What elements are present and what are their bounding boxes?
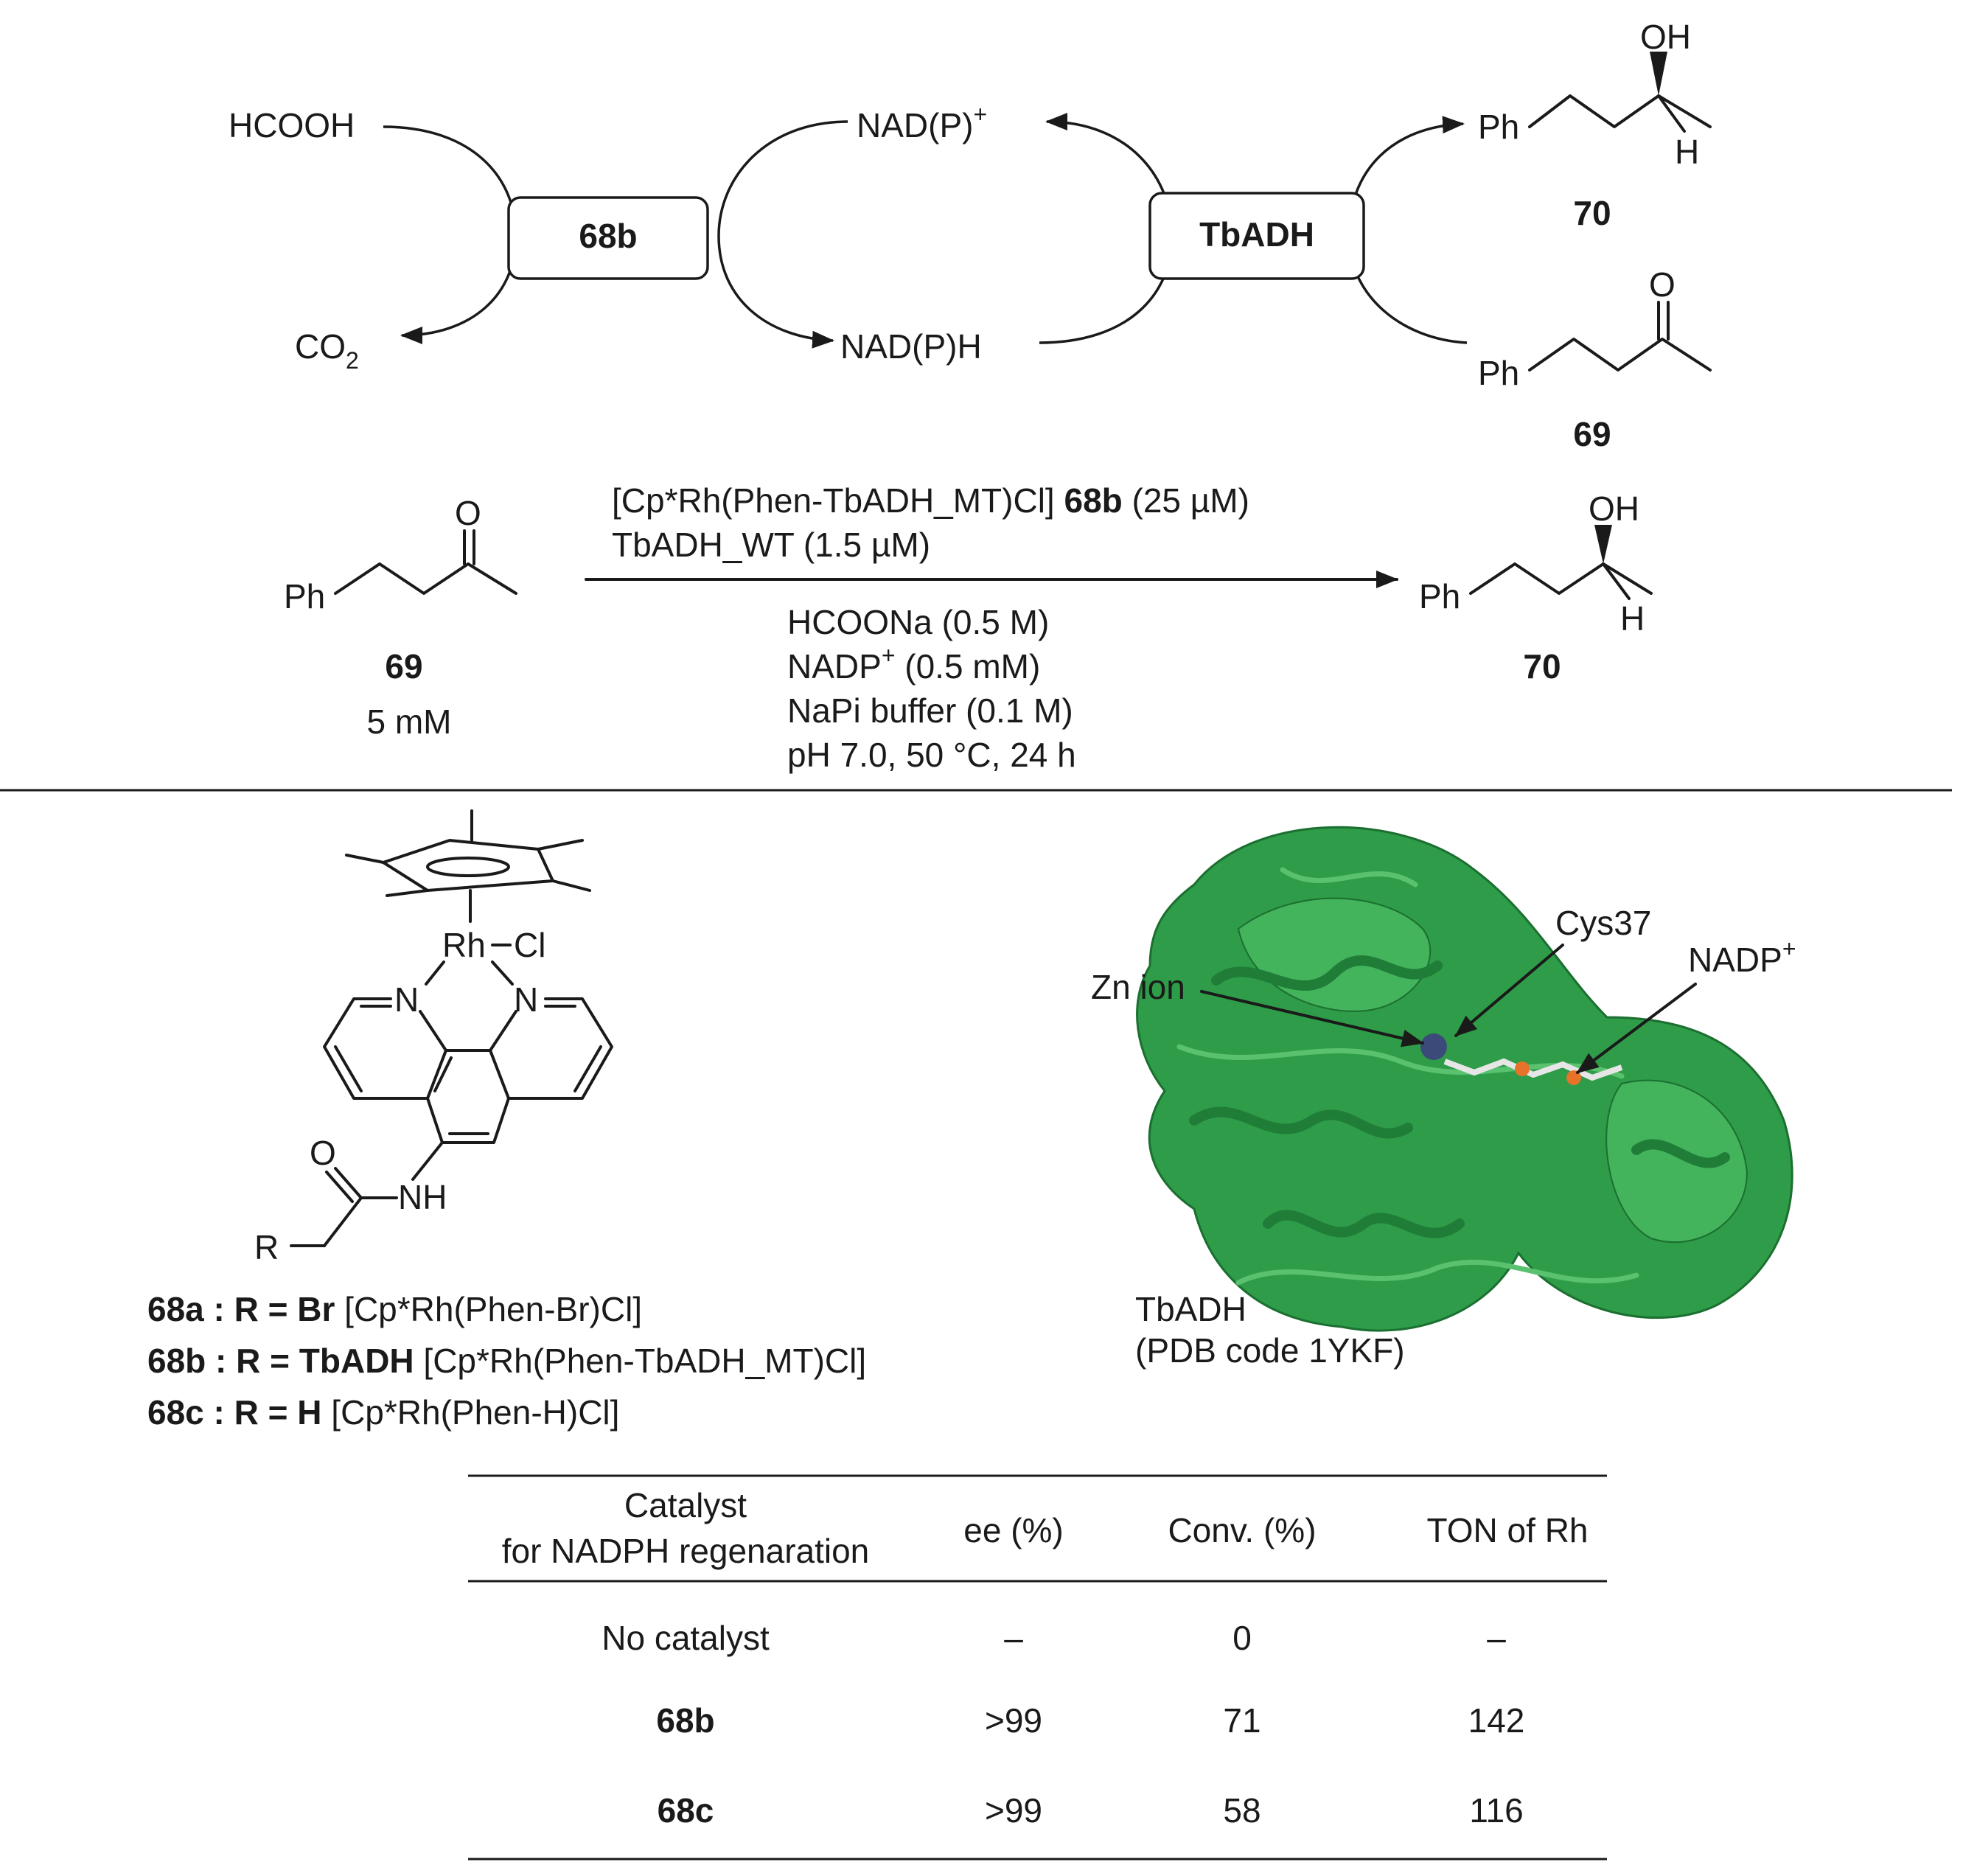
helix-ribbon [1631,1139,1730,1168]
catalyst-68b-label: 68b [579,217,637,255]
protein-caption-line-2: (PDB code 1YKF) [1135,1331,1405,1370]
catalyst-68b-line: 68b : R = TbADH [Cp*Rh(Phen-TbADH_MT)Cl] [147,1342,866,1380]
compound-70-number: 70 [1573,194,1611,232]
header-conv: Conv. (%) [1168,1511,1316,1549]
o-label: O [1649,265,1676,304]
cell-ton: 142 [1468,1701,1525,1740]
product-70-structure: Ph OH H 70 [1478,18,1712,232]
reaction-substrate-69: Ph O 69 5 mM [284,494,517,741]
formic-acid-label: HCOOH [229,106,355,144]
arc-ketone [1347,235,1468,344]
catalyst-68b-box [507,196,709,280]
nadp-arrow [1576,983,1697,1074]
condition-line-3: NaPi buffer (0.1 M) [787,691,1073,730]
condition-line-2: NADP+ (0.5 mM) [787,642,1040,686]
header-catalyst: Catalyst [624,1486,747,1524]
oh-label: OH [1589,489,1639,528]
reagent-line-2: TbADH_WT (1.5 µM) [612,526,930,564]
cell-ton: 116 [1469,1791,1523,1830]
nadph-label: NAD(P)H [840,327,982,366]
condition-line-1: HCOONa (0.5 M) [787,603,1049,641]
substrate-69-structure: Ph O 69 [1478,265,1712,453]
phosphate-group [1515,1061,1530,1076]
ph-label: Ph [284,577,325,616]
loop-ribbon [1280,867,1418,888]
h-label: H [1675,133,1699,171]
arc-alcohol [1347,116,1465,237]
catalyst-definitions: 68a : R = Br [Cp*Rh(Phen-Br)Cl] 68b : R … [147,1290,866,1432]
cl-atom: Cl [514,926,545,964]
h-label: H [1620,599,1645,638]
cell-catalyst: No catalyst [602,1619,770,1657]
helix-ribbon [1189,1106,1413,1139]
table-row: No catalyst – 0 – [602,1619,1506,1657]
n-atom-right: N [514,980,538,1019]
nadp-plus-label: NAD(P)+ [857,101,987,144]
header-ee: ee (%) [963,1511,1063,1549]
tbadh-label: TbADH [1199,215,1314,254]
nh-atom: NH [398,1178,447,1216]
header-ton: TON of Rh [1427,1511,1589,1549]
rh-atom: Rh [442,926,486,964]
catalyst-68c-line: 68c : R = H [Cp*Rh(Phen-H)Cl] [147,1393,619,1432]
cell-ee: >99 [985,1701,1042,1740]
ph-label: Ph [1478,354,1519,392]
zinc-ion-sphere [1420,1033,1447,1060]
cell-conv: 58 [1223,1791,1261,1830]
helix-ribbon [1211,955,1443,991]
condition-line-4: pH 7.0, 50 °C, 24 h [787,736,1076,774]
nadp-ligand [1443,1058,1623,1081]
ph-label: Ph [1478,108,1519,146]
cp-star-ring [382,839,554,892]
helix-ribbon [1263,1210,1465,1238]
loop-ribbon [1235,1259,1639,1286]
arc-co2 [400,235,517,344]
cell-ton: – [1487,1619,1506,1657]
ph-label: Ph [1419,577,1460,616]
reaction-equation: Ph O 69 5 mM [Cp*Rh(Phen-TbADH_MT)Cl] 68… [284,481,1653,774]
zn-ion-arrow [1200,990,1424,1047]
cofactor-cycle: HCOOH CO2 68b NAD(P)+ NAD(P)H TbADH Ph O… [229,18,1712,453]
oh-label: OH [1640,18,1691,56]
cell-ee: – [1004,1619,1023,1657]
o-label: O [455,494,481,532]
r-group: R [254,1228,279,1266]
o-atom: O [310,1134,336,1172]
co2-label: CO2 [295,327,359,374]
n-atom-left: N [394,980,419,1019]
cys37-arrow [1454,944,1564,1037]
wedge-bond [1650,52,1667,96]
nadp-plus-label: NADP+ [1688,935,1796,979]
nadp-domain [1605,1079,1748,1244]
reagent-line-1: [Cp*Rh(Phen-TbADH_MT)Cl] 68b (25 µM) [612,481,1249,520]
substrate-concentration: 5 mM [367,702,452,741]
results-table: Catalyst for NADPH regenaration ee (%) C… [468,1474,1607,1861]
table-row: 68b >99 71 142 [656,1701,1524,1740]
arc-hcooh [383,125,517,237]
protein-caption-line-1: TbADH [1135,1290,1247,1328]
cell-ee: >99 [985,1791,1042,1830]
cys37-label: Cys37 [1555,904,1651,942]
protein-body [1136,826,1793,1332]
arc-nadph-left [717,235,834,349]
reaction-product-70: Ph OH H 70 [1419,489,1653,686]
tbadh-box [1148,192,1365,280]
cell-conv: 0 [1232,1619,1252,1657]
phenanthroline-ring [323,997,613,1144]
rh-complex-structure: Rh Cl N N NH O R [254,809,613,1266]
compound-69-number: 69 [1573,415,1611,453]
zn-ion-label: Zn ion [1091,968,1185,1006]
cell-catalyst: 68b [656,1701,714,1740]
cell-conv: 71 [1223,1701,1261,1740]
header-catalyst-sub: for NADPH regenaration [502,1532,870,1570]
arc-nadp-left [717,120,848,237]
table-row: 68c >99 58 116 [658,1791,1524,1830]
compound-70-number: 70 [1523,647,1561,686]
catalyst-68a-line: 68a : R = Br [Cp*Rh(Phen-Br)Cl] [147,1290,642,1328]
compound-69-number: 69 [385,647,422,686]
cell-catalyst: 68c [658,1791,714,1830]
tbadh-protein-structure: Cys37 Zn ion NADP+ TbADH (PDB code 1YKF) [1091,826,1796,1370]
